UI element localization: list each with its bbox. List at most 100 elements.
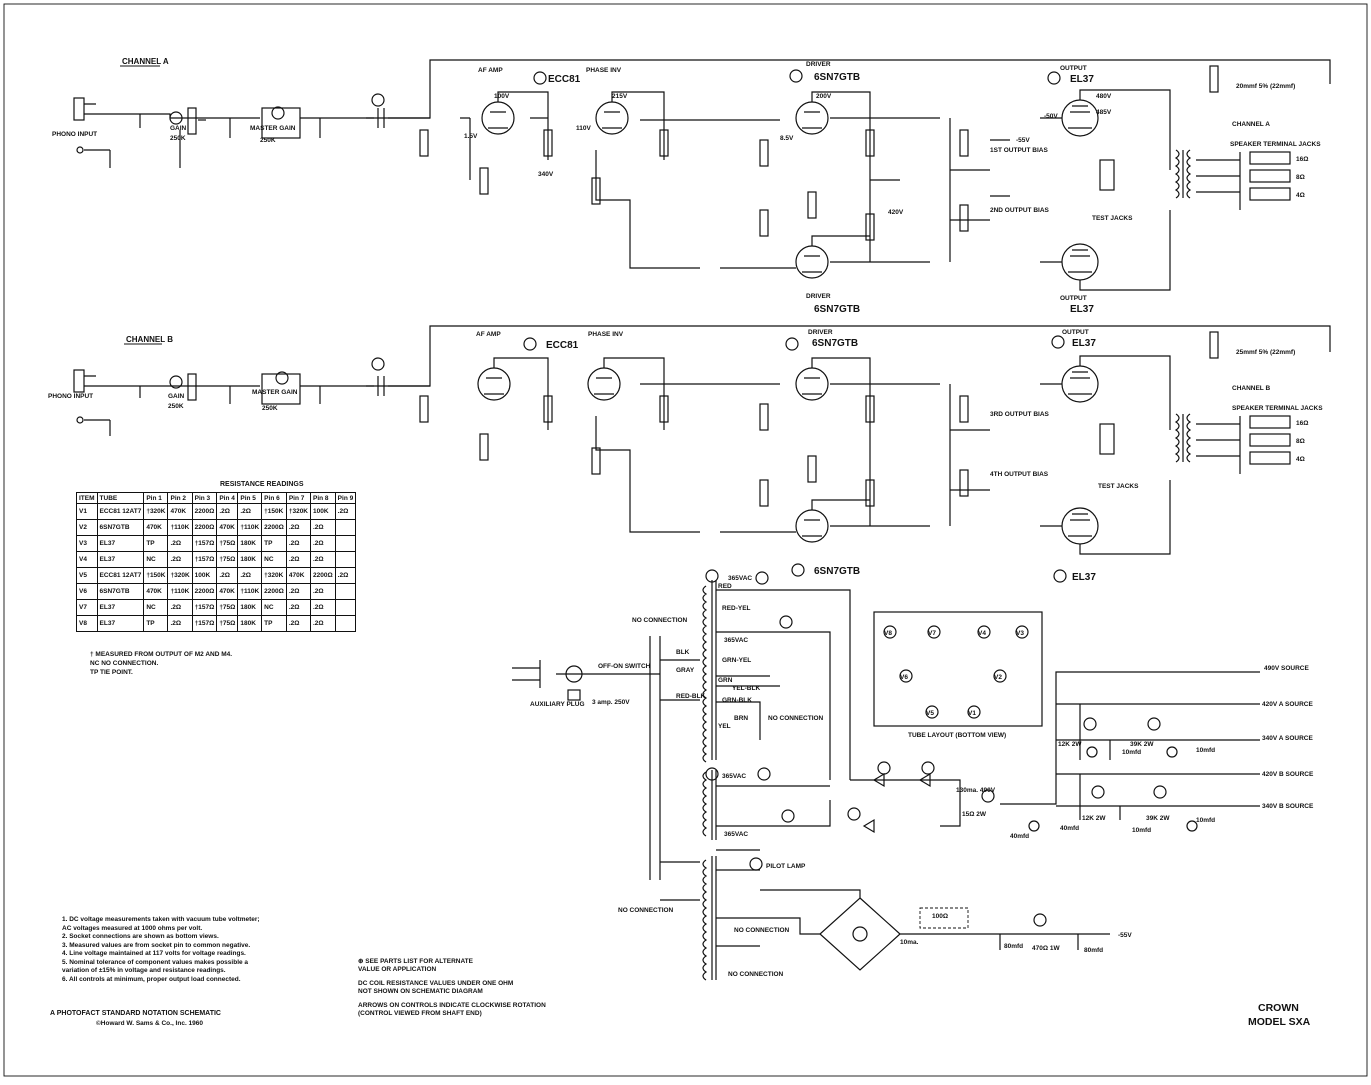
col-tube: TUBE [96,492,145,504]
tube-driver-b-bottom [795,509,829,543]
master-gain-a-label: MASTER GAIN [250,125,296,132]
note-line: AC voltages measured at 1000 ohms per vo… [62,924,203,932]
driver-b-top-label: DRIVER [808,329,833,336]
driver-b-top-type: 6SN7GTB [812,338,858,349]
col-pin1: Pin 1 [143,492,169,504]
mid-note-line: ARROWS ON CONTROLS INDICATE CLOCKWISE RO… [358,1002,546,1009]
mid-note-line: VALUE OR APPLICATION [358,966,437,973]
channel-a-label: CHANNEL A [122,57,169,66]
cap-c16-b: 25mmf 5% (22mmf) [1236,349,1295,356]
note-line: 1. DC voltage measurements taken with va… [62,916,260,923]
table-cell: .2Ω [237,567,263,584]
master-gain-b-value: 250K [262,405,278,412]
tube-layout-title: TUBE LAYOUT (BOTTOM VIEW) [908,732,1006,739]
volt-a-neg50: -50V [1044,113,1058,120]
col-pin5: Pin 5 [237,492,263,504]
table-cell: V5 [76,567,98,584]
table-header-row: ITEM TUBE Pin 1 Pin 2 Pin 3 Pin 4 Pin 5 … [76,492,357,504]
table-cell: NC [261,551,287,568]
master-gain-pot-b [261,371,301,405]
wire-brn: BRN [734,715,748,722]
table-cell: 2200Ω [191,583,218,600]
tube-output-b-bottom [1061,507,1099,545]
col-pin8: Pin 8 [310,492,336,504]
no-connection-bottom: NO CONNECTION [618,907,674,914]
volt-a-8-5: 8.5V [780,135,794,142]
table-cell: TP [261,535,287,552]
mid-notes: ⊕ SEE PARTS LIST FOR ALTERNATE VALUE OR … [358,958,546,1018]
col-item: ITEM [76,492,98,504]
table-cell: .2Ω [310,535,336,552]
mid-note-line: DC COIL RESISTANCE VALUES UNDER ONE OHM [358,980,514,987]
table-cell: 2200Ω [191,519,218,536]
phase-inv-b: PHASE INV [588,331,624,338]
table-cell: V1 [76,503,98,520]
table-cell: .2Ω [310,519,336,536]
table-cell: .2Ω [285,519,312,536]
cap-40mfd-b: 40mfd [1010,833,1029,840]
table-cell: 470K [216,583,239,600]
table-cell: †75Ω [216,535,239,552]
table-cell: †320K [261,567,287,584]
table-cell: .2Ω [334,567,357,584]
layout-v3: V3 [1016,630,1024,637]
resistance-table: ITEM TUBE Pin 1 Pin 2 Pin 3 Pin 4 Pin 5 … [76,492,357,632]
channel-b: CHANNEL B PHONO INPUT GAIN 250K MASTER G… [48,325,1331,583]
af-amp-b: AF AMP [476,331,501,338]
wire-red: RED [718,583,732,590]
speaker-jacks-a: SPEAKER TERMINAL JACKS [1230,141,1321,148]
gain-b-value: 250K [168,403,184,410]
table-cell: 6SN7GTB [96,519,145,536]
cap-80mfd-2: 80mfd [1084,947,1103,954]
wire-blk: BLK [676,649,690,656]
note-line: variation of ±15% in voltage and resista… [62,967,226,974]
table-cell [334,583,357,600]
table-cell: †150K [261,503,287,520]
table-cell: †75Ω [216,551,239,568]
cap-10mfd-d: 10mfd [1196,817,1215,824]
bias-3-label: 3RD OUTPUT BIAS [990,411,1050,418]
table-cell: .2Ω [285,535,312,552]
res-15ohm: 15Ω 2W [962,811,987,818]
table-cell: .2Ω [167,615,193,632]
copyright: ©Howard W. Sams & Co., Inc. 1960 [96,1020,204,1027]
table-cell: .2Ω [310,615,336,632]
brand-model: MODEL SXA [1248,1016,1311,1028]
volt-a-340: 340V [538,171,554,178]
bias-4-label: 4TH OUTPUT BIAS [990,471,1049,478]
table-cell: 6SN7GTB [96,583,145,600]
volt-a-485: 485V [1096,109,1112,116]
neg-55v: -55V [1118,932,1132,939]
col-pin2: Pin 2 [167,492,193,504]
table-cell: 180K [237,551,263,568]
wire-yel-blk: YEL-BLK [732,685,760,692]
volt-a-100: 100V [494,93,510,100]
aux-plug: AUXILIARY PLUG [530,701,585,708]
volt-a-200: 200V [816,93,832,100]
t2-365vac: 365VAC [722,773,746,780]
table-cell: .2Ω [285,551,312,568]
master-gain-pot-a [261,106,301,139]
table-cell: .2Ω [285,599,312,616]
table-cell: V4 [76,551,98,568]
table-cell: 180K [237,535,263,552]
cap-10mfd-b: 10mfd [1196,747,1215,754]
tube-v5 [477,367,511,401]
table-cell: EL37 [96,551,145,568]
note-line: 4. Line voltage maintained at 117 volts … [62,950,246,957]
tube-driver-a-bottom [795,245,829,279]
no-connection-low: NO CONNECTION [734,927,790,934]
t2-365vac-2: 365VAC [724,831,748,838]
res-39k-a: 39K 2W [1130,741,1154,748]
col-pin6: Pin 6 [261,492,287,504]
master-gain-b-label: MASTER GAIN [252,389,298,396]
source-420a: 420V A SOURCE [1262,701,1313,708]
table-note-1: † MEASURED FROM OUTPUT OF M2 AND M4. [90,651,233,658]
gain-pot-a [169,107,206,135]
table-cell: 2200Ω [191,503,218,520]
note-line: 5. Nominal tolerance of component values… [62,958,249,966]
table-cell: EL37 [96,615,145,632]
